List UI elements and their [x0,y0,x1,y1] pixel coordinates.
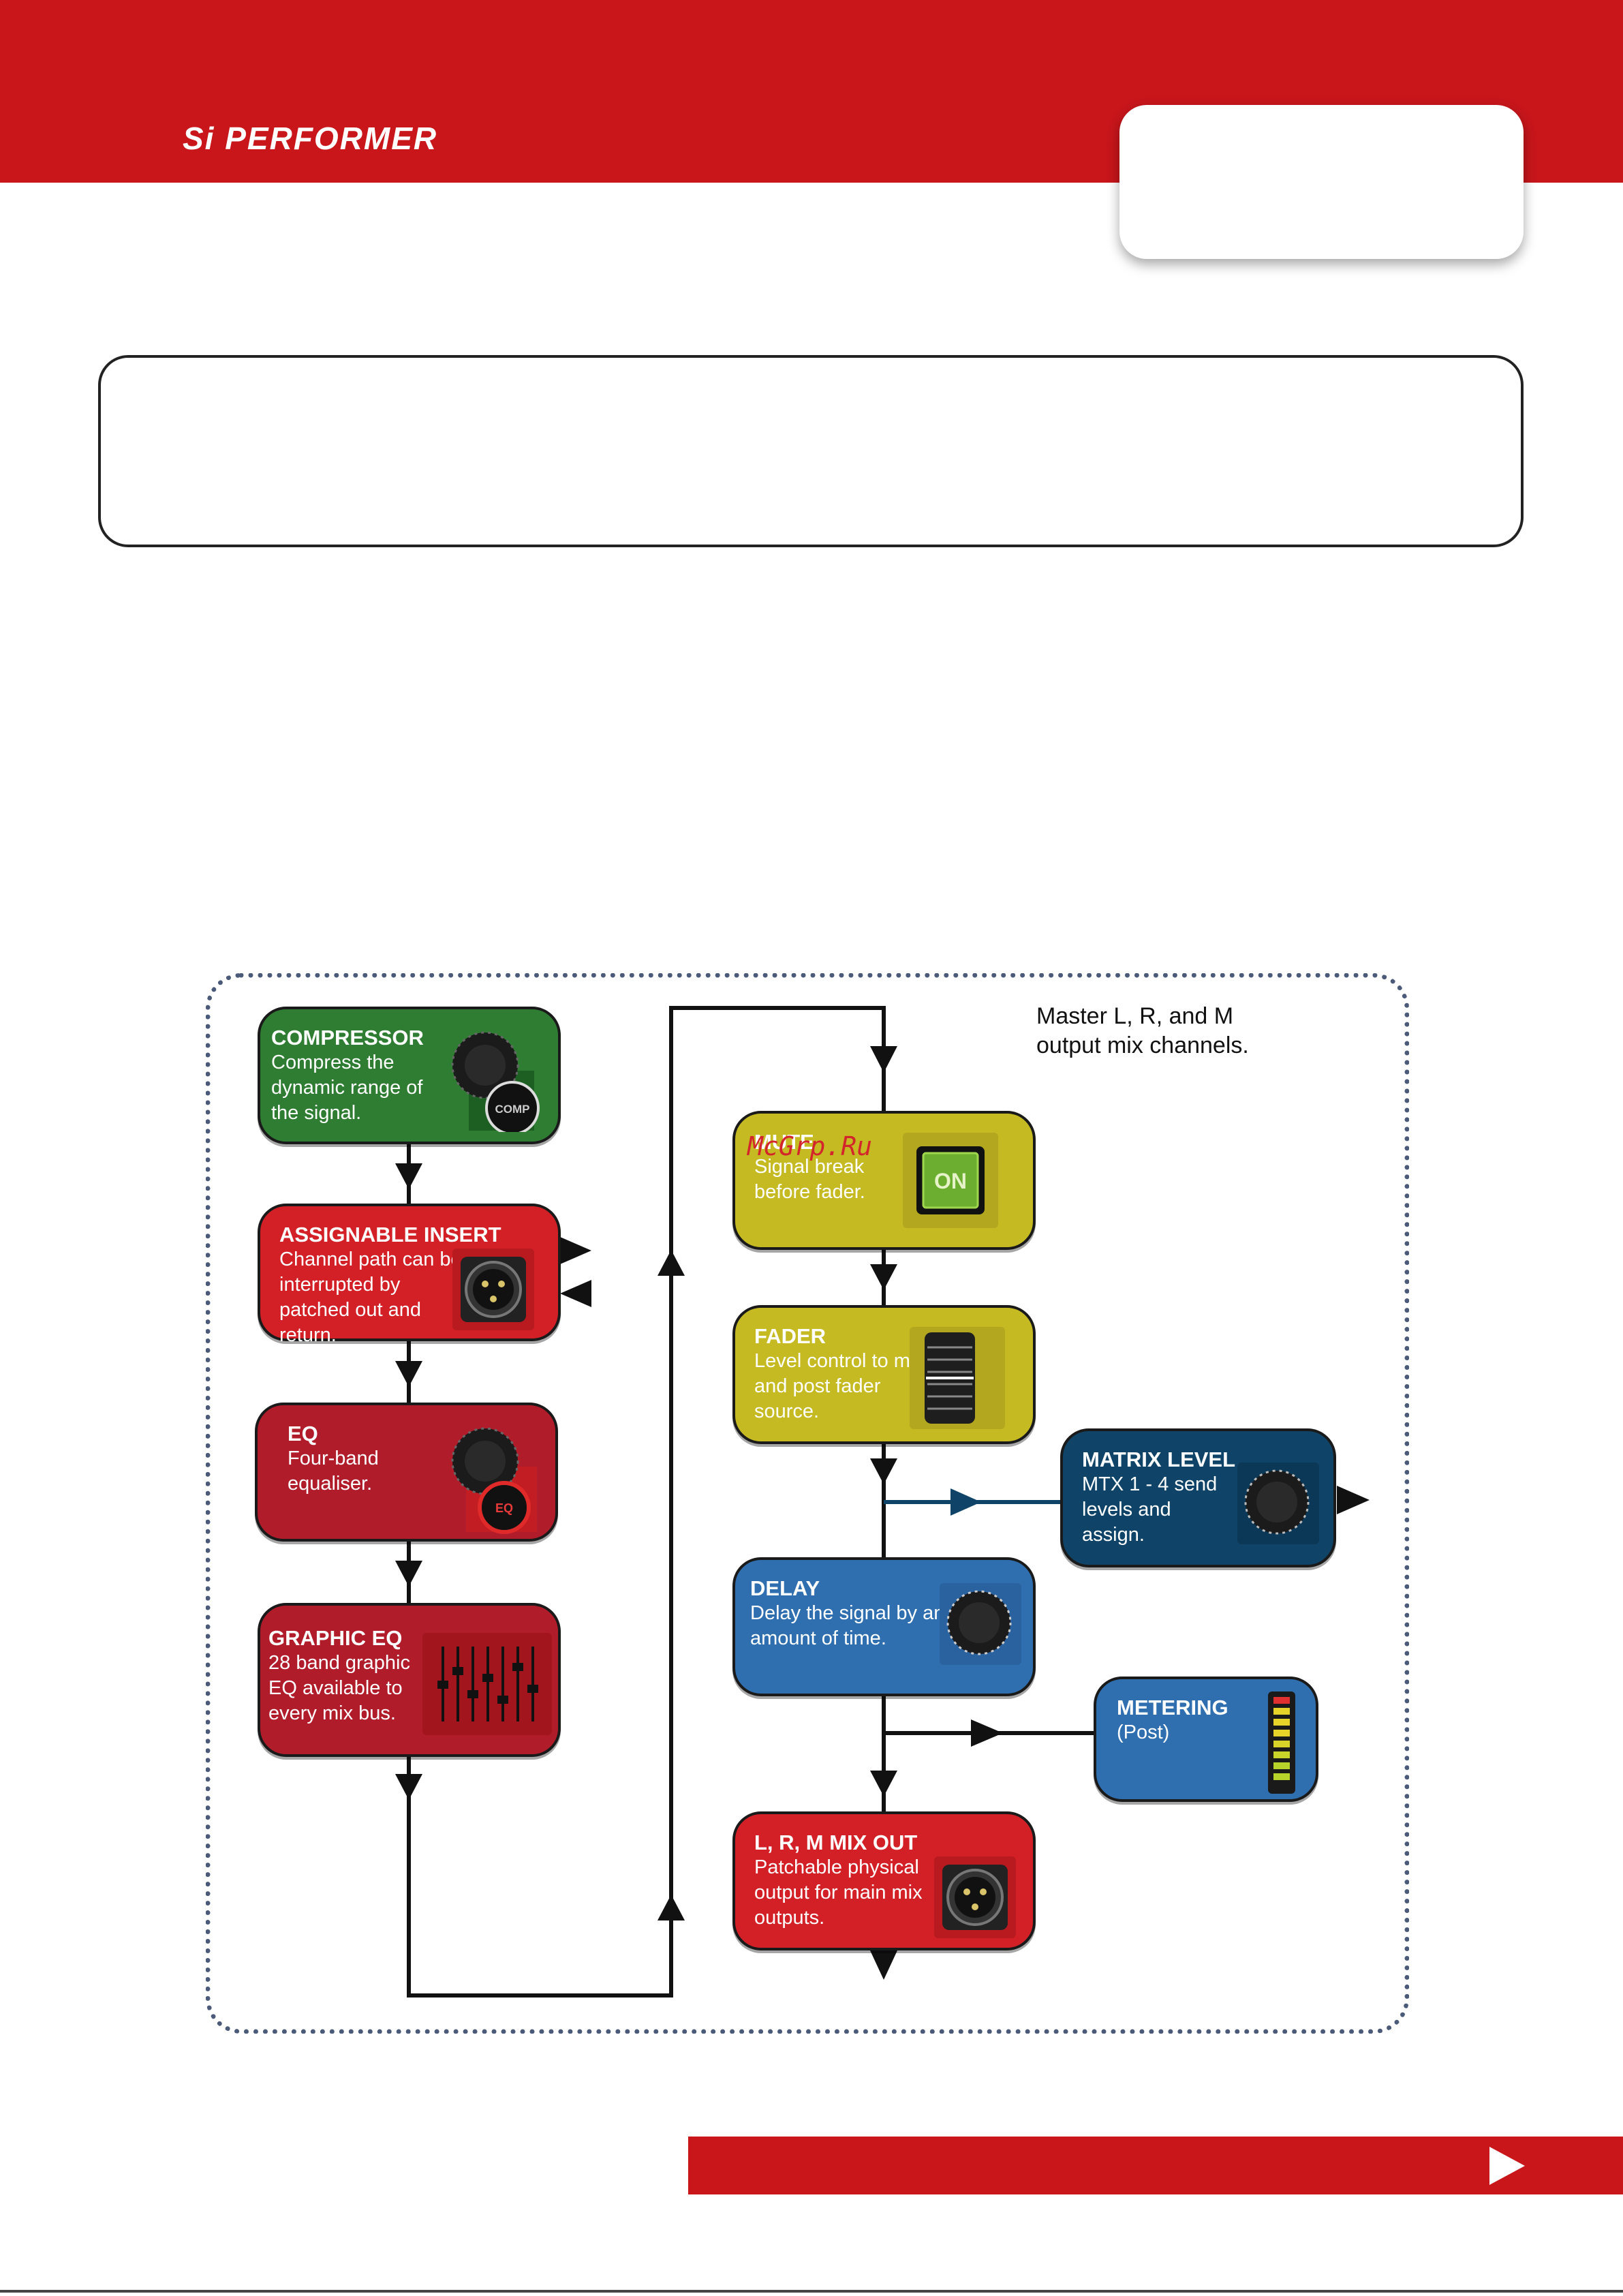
block-desc: Four-band equaliser. [288,1448,379,1495]
block-desc: MTX 1 - 4 send levels and assign. [1082,1473,1218,1546]
insert-return-arrow [560,1280,591,1307]
block-desc: 28 band graphic EQ available to every mi… [268,1652,410,1724]
eq-block: EQ Four-band equaliser. EQ [255,1403,558,1542]
rotary-knob-icon [1237,1463,1319,1544]
block-title: METERING [1117,1696,1228,1719]
xlr-connector-icon [452,1249,534,1330]
xlr-connector-icon [934,1856,1016,1938]
block-title: ASSIGNABLE INSERT [279,1223,501,1246]
block-desc: Channel path can be interrupted by patch… [279,1249,462,1346]
arrowhead-down [395,1163,422,1189]
next-page-icon[interactable] [1489,2147,1525,2185]
block-desc: (Post) [1117,1721,1170,1743]
compressor-block: COMPRESSOR Compress the dynamic range of… [258,1007,561,1144]
block-title: FADER [754,1324,826,1348]
block-title: MUTE [754,1130,814,1154]
graphic-eq-sliders-icon [422,1633,552,1735]
block-title: L, R, M MIX OUT [754,1831,918,1854]
footer-band [688,2137,1623,2194]
block-desc: Signal break before fader. [754,1156,865,1203]
on-icon-label: ON [934,1169,967,1193]
comp-icon-label: COMP [495,1103,530,1116]
arrowhead-down [870,1458,897,1484]
block-title: COMPRESSOR [271,1026,424,1050]
graphic-eq-block: GRAPHIC EQ 28 band graphic EQ available … [258,1603,561,1757]
mix-out-block: L, R, M MIX OUT Patchable physical outpu… [732,1811,1036,1950]
arrowhead-down [870,1950,897,1980]
bottom-rule [0,2290,1623,2293]
block-title: EQ [288,1422,318,1445]
arrowhead-down [395,1561,422,1587]
arrowhead-down [870,1264,897,1290]
insert-send-arrow [560,1237,591,1264]
metering-block: METERING (Post) [1094,1677,1318,1802]
on-button-icon: ON [903,1133,998,1228]
mute-block: MUTE Signal break before fader. ON [732,1111,1036,1250]
arrowhead-up [658,1895,685,1920]
matrix-level-block: MATRIX LEVEL MTX 1 - 4 send levels and a… [1060,1428,1336,1567]
rotary-knob-icon [940,1583,1021,1665]
arrowhead-up [658,1250,685,1276]
arrowhead-down [870,1771,897,1796]
fader-block: FADER Level control to mix and post fade… [732,1305,1036,1444]
page-tab [1119,105,1524,259]
block-title: GRAPHIC EQ [268,1626,403,1650]
diagram-note: Master L, R, and M output mix channels. [1036,1003,1249,1058]
fader-cap-icon [910,1327,1005,1429]
block-title: MATRIX LEVEL [1082,1448,1236,1471]
block-desc: Patchable physical output for main mix o… [754,1856,923,1929]
arrowhead-down [395,1774,422,1800]
delay-block: DELAY Delay the signal by an amount of t… [732,1557,1036,1696]
diagram-frame [206,973,1409,2034]
assignable-insert-block: ASSIGNABLE INSERT Channel path can be in… [258,1204,561,1346]
compressor-knob-icon: COMP [451,1031,540,1132]
block-title: DELAY [750,1576,820,1600]
block-desc: Level control to mix and post fader sour… [754,1350,925,1422]
section-box [98,355,1524,547]
arrowhead-right [950,1488,981,1516]
arrowhead-down [395,1361,422,1387]
brand-logo: Si PERFORMER [183,121,438,156]
arrowhead-down [870,1046,897,1073]
eq-knob-icon: EQ [451,1427,537,1534]
block-desc: Delay the signal by an amount of time. [750,1602,945,1649]
matrix-out-arrow [1337,1486,1370,1514]
block-desc: Compress the dynamic range of the signal… [271,1052,423,1124]
level-meter-icon [1268,1692,1295,1794]
watermark: McGrp.Ru [747,1131,873,1161]
eq-icon-label: EQ [495,1501,513,1515]
arrowhead-right [971,1719,1003,1747]
